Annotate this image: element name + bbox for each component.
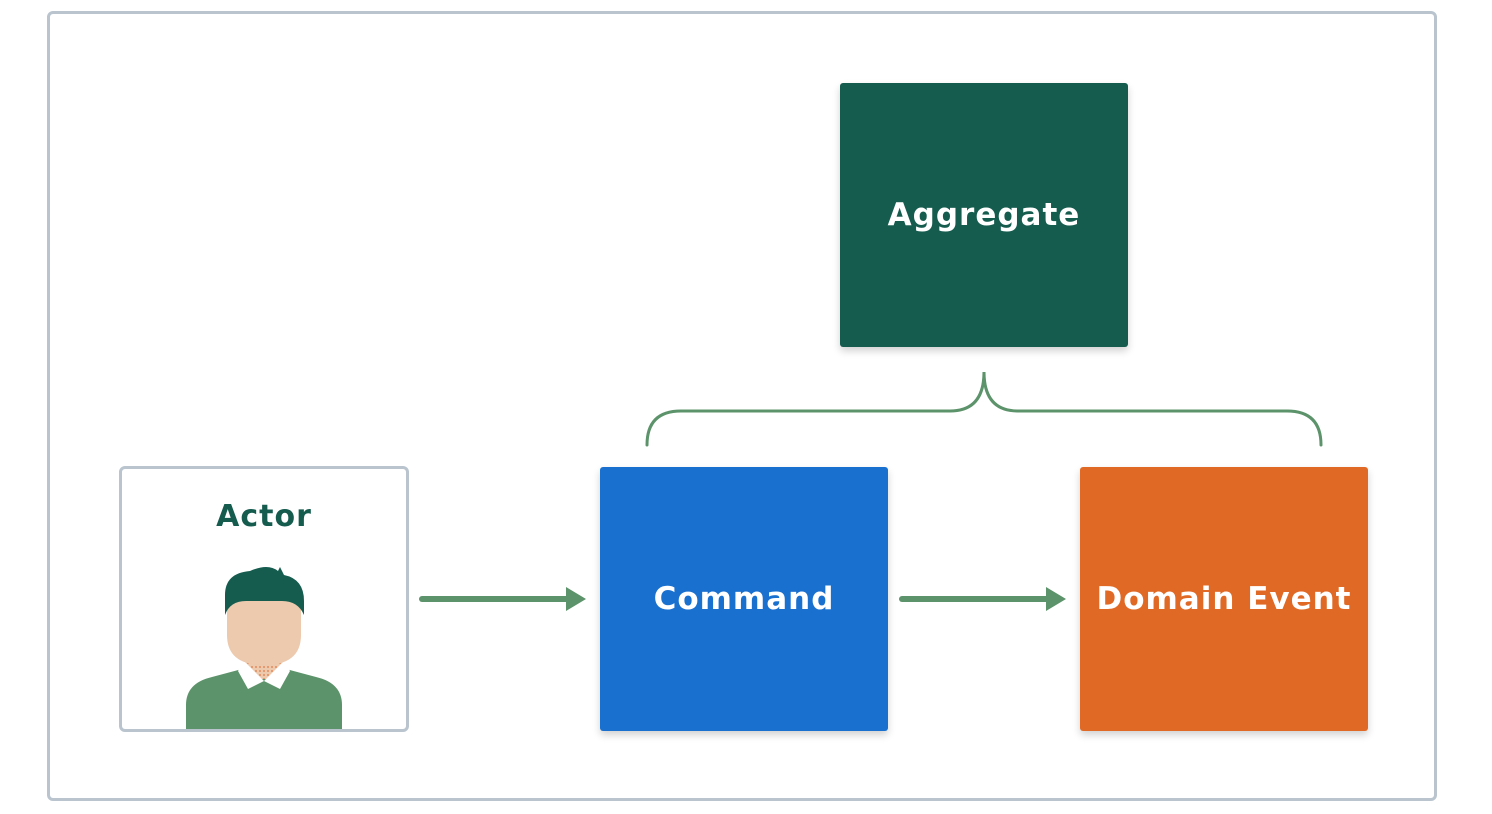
actor-label: Actor bbox=[216, 499, 312, 534]
command-label: Command bbox=[653, 581, 835, 617]
person-icon bbox=[186, 567, 342, 729]
domain-event-label: Domain Event bbox=[1096, 581, 1352, 617]
aggregate-label: Aggregate bbox=[887, 197, 1081, 233]
domain-event-box[interactable]: Domain Event bbox=[1080, 467, 1368, 731]
actor-card[interactable]: Actor bbox=[119, 466, 409, 732]
aggregate-box[interactable]: Aggregate bbox=[840, 83, 1128, 347]
command-box[interactable]: Command bbox=[600, 467, 888, 731]
diagram-frame bbox=[47, 11, 1437, 801]
